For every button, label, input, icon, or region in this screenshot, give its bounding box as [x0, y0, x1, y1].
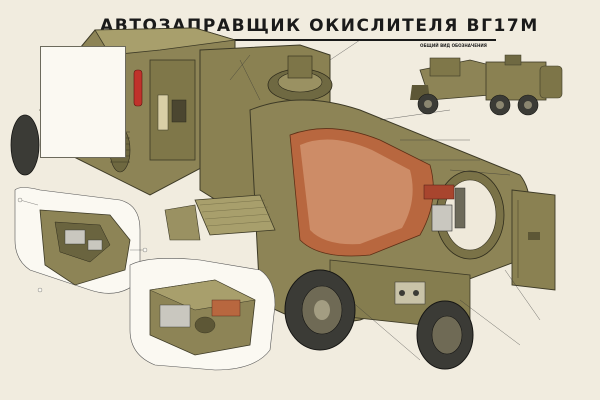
- wheel-front: [284, 269, 356, 351]
- title-underline: [104, 39, 496, 41]
- valve-panel-inset: [14, 187, 148, 294]
- general-view-truck: [410, 54, 563, 116]
- description-note-box: [40, 46, 126, 158]
- poster-title: АВТОЗАПРАВЩИК ОКИСЛИТЕЛЯ ВГ17М: [100, 16, 539, 36]
- main-truck-cutaway: [10, 27, 556, 370]
- wheel-rear: [416, 300, 474, 370]
- gearbox-inset: [129, 258, 276, 371]
- general-view-label: ОБЩИЙ ВИД ОБОЗНАЧЕНИЯ: [420, 44, 487, 49]
